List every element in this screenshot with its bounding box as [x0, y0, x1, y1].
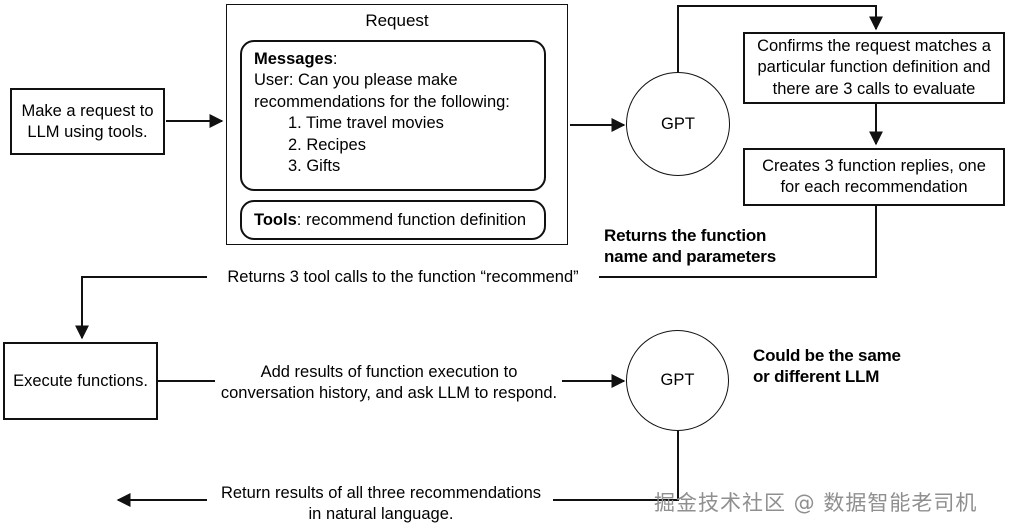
- could-be-same-line2: or different LLM: [753, 366, 880, 386]
- messages-user-line1: User: Can you please make: [254, 71, 458, 90]
- creates-line1: Creates 3 function replies, one: [762, 156, 986, 175]
- messages-heading-row: Messages:: [254, 49, 534, 70]
- node-creates-box[interactable]: Creates 3 function replies, one for each…: [743, 148, 1005, 206]
- return-results-line1: Return results of all three recommendati…: [220, 484, 542, 502]
- execute-functions-label: Execute functions.: [13, 371, 148, 390]
- add-results-line2: conversation history, and ask LLM to res…: [220, 384, 558, 403]
- messages-user-line2: recommendations for the following:: [254, 92, 510, 111]
- node-confirms-box[interactable]: Confirms the request matches a particula…: [743, 32, 1005, 104]
- confirms-line1: Confirms the request matches a: [757, 37, 991, 56]
- tools-rest: : recommend function definition: [296, 210, 527, 229]
- messages-heading-suffix: :: [332, 50, 338, 68]
- node-make-request[interactable]: Make a request to LLM using tools.: [10, 88, 165, 155]
- return-results-line2: in natural language.: [308, 505, 454, 524]
- list-item: 1. Time travel movies: [288, 114, 444, 133]
- messages-heading: Messages: [254, 50, 333, 68]
- returns-tool-calls-text: Returns 3 tool calls to the function “re…: [227, 268, 579, 286]
- node-execute-functions[interactable]: Execute functions.: [3, 342, 158, 420]
- label-add-results: Add results of function execution to con…: [213, 362, 565, 405]
- make-request-line1: Make a request to: [21, 101, 154, 120]
- confirms-line3: there are 3 calls to evaluate: [772, 79, 976, 98]
- watermark-text: 掘金技术社区 @ 数据智能老司机: [654, 491, 978, 515]
- node-gpt-bottom[interactable]: GPT: [626, 330, 729, 431]
- label-return-results: Return results of all three recommendati…: [207, 483, 555, 526]
- gpt-bottom-label: GPT: [660, 371, 695, 389]
- confirms-line2: particular function definition and: [757, 58, 991, 77]
- gpt-top-label: GPT: [661, 114, 695, 133]
- tools-heading: Tools: [254, 210, 297, 229]
- make-request-line2: LLM using tools.: [27, 122, 148, 141]
- label-returns-function-name: Returns the function name and parameters: [604, 226, 884, 267]
- returns-function-line1: Returns the function: [604, 226, 767, 245]
- node-gpt-top[interactable]: GPT: [626, 72, 730, 176]
- list-item: 2. Recipes: [288, 135, 366, 154]
- request-group-title: Request: [365, 11, 429, 30]
- label-could-be-same-llm: Could be the same or different LLM: [753, 346, 983, 387]
- node-tools-box[interactable]: Tools: recommend function definition: [240, 200, 546, 240]
- add-results-line1: Add results of function execution to: [260, 363, 518, 381]
- node-messages-box[interactable]: Messages: User: Can you please make reco…: [240, 40, 546, 191]
- returns-function-line2: name and parameters: [604, 246, 776, 266]
- creates-line2: for each recommendation: [780, 178, 968, 196]
- messages-item-list: 1. Time travel movies 2. Recipes 3. Gift…: [254, 113, 534, 177]
- list-item: 3. Gifts: [288, 157, 341, 176]
- label-returns-tool-calls: Returns 3 tool calls to the function “re…: [207, 268, 599, 288]
- could-be-same-line1: Could be the same: [753, 346, 901, 365]
